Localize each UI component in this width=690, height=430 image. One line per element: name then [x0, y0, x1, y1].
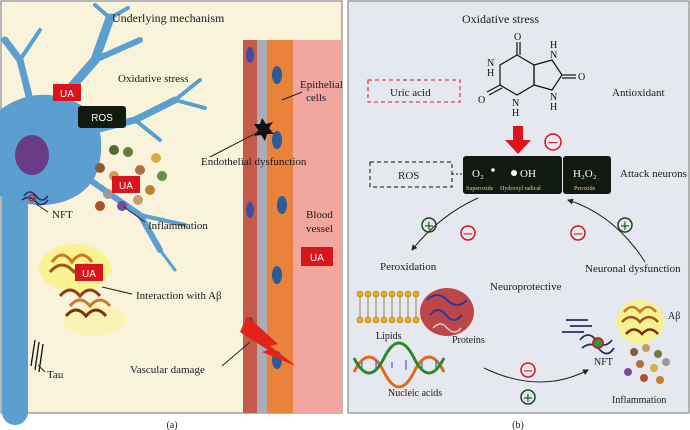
panel-a-caption: (a): [166, 420, 177, 430]
svg-text:+: +: [620, 219, 631, 234]
svg-text:N: N: [487, 58, 494, 69]
panel-a-title: Underlying mechanism: [112, 11, 225, 25]
ua-badge-top: [53, 84, 81, 101]
blood-vessel-label-line2: vessel: [306, 223, 333, 235]
peroxidation-label: Peroxidation: [380, 261, 437, 273]
abeta-label: Aβ: [668, 311, 680, 322]
hydroxyl-box: [494, 156, 562, 194]
peroxide-box: [563, 156, 611, 194]
svg-text:O: O: [478, 95, 485, 106]
peroxide-label: Peroxide: [574, 186, 596, 192]
svg-text:O: O: [514, 32, 521, 43]
neurofibrillary-tangle-icon: [21, 191, 49, 206]
svg-text:N: N: [550, 92, 557, 103]
inflammation-particles-icon: [624, 344, 670, 384]
svg-text:H: H: [550, 40, 557, 51]
endothelial-dysfunction-label: Endothelial dysfunction: [201, 156, 307, 168]
arrow-to-nft: [483, 367, 589, 383]
neuronal-dysfunction-label: Neuronal dysfunction: [585, 263, 681, 275]
amyloid-plaque-icon: [616, 300, 664, 344]
vascular-damage-label: Vascular damage: [130, 364, 205, 376]
epithelial-label-line2: cells: [306, 92, 326, 104]
lipids-label: Lipids: [376, 331, 402, 342]
lipid-bilayer-icon: [356, 290, 420, 324]
interaction-label: Interaction with Aβ: [136, 290, 222, 302]
tau-label: Tau: [47, 369, 64, 381]
panel-b: Oxidative stress O O O N H N H N H N H: [347, 0, 690, 430]
svg-text:N: N: [550, 50, 557, 61]
uric-acid-box: [367, 79, 461, 103]
uric-acid-label: Uric acid: [390, 87, 431, 99]
attack-neurons-label: Attack neurons: [620, 168, 687, 180]
hydroxyl-label: Hydroxyl radical: [500, 186, 541, 192]
minus-sign-icon: −: [520, 362, 536, 379]
ua-inflammation-text: UA: [119, 181, 133, 192]
ros-text: ROS: [91, 113, 113, 124]
oh-text: OH: [520, 168, 536, 180]
svg-text:+: +: [424, 219, 435, 234]
leader-lines: [35, 91, 303, 373]
ua-badge-interaction: [75, 264, 103, 281]
svg-text:O: O: [578, 72, 585, 83]
down-arrow-icon: [505, 126, 531, 154]
inflammation-label: Inflammation: [612, 395, 666, 406]
plus-sign-icon: +: [617, 217, 633, 234]
svg-text:H: H: [512, 108, 519, 119]
inflammation-label: Inflammation: [148, 220, 208, 232]
uric-acid-structure: [486, 42, 576, 96]
minus-sign-icon: −: [570, 225, 586, 242]
minus-sign-icon: [544, 133, 562, 151]
svg-text:−: −: [573, 227, 584, 242]
proteins-label: Proteins: [452, 335, 485, 346]
minus-sign-text: −: [547, 135, 559, 151]
svg-text:+: +: [523, 391, 534, 406]
nucleic-acids-label: Nucleic acids: [388, 388, 442, 399]
endothelial-damage-icon: [254, 118, 274, 141]
svg-text:−: −: [463, 227, 474, 242]
antioxidant-label: Antioxidant: [612, 87, 665, 99]
basement-membrane: [257, 40, 267, 413]
h2o2-text: H₂O₂: [573, 168, 597, 180]
ua-badge-vessel: [301, 247, 333, 266]
svg-text:N: N: [512, 98, 519, 109]
neurofibrillary-tangle-icon: [562, 319, 615, 355]
nft-label: NFT: [52, 209, 73, 221]
plus-sign-icon: +: [421, 217, 437, 234]
panel-b-caption: (b): [512, 420, 524, 430]
svg-text:−: −: [523, 364, 534, 379]
nft-label: NFT: [594, 357, 613, 368]
protein-structure-icon: [420, 288, 474, 336]
blood-vessel-label-line1: Blood: [306, 209, 333, 221]
panel-b-title: Oxidative stress: [462, 12, 539, 26]
ua-badge-inflammation: [112, 176, 140, 193]
lightning-icon: [240, 316, 296, 366]
dna-helix-icon: [352, 341, 446, 389]
oxidative-stress-label: Oxidative stress: [118, 73, 189, 85]
neuroprotective-label: Neuroprotective: [490, 281, 562, 293]
uric-acid-atoms: O O O N H N H N H N H: [478, 32, 585, 119]
arrow-from-neuronal-dysfunction: [567, 198, 646, 263]
ros-badge: [78, 106, 126, 128]
arrow-to-peroxidation: [411, 197, 479, 251]
ros-label: ROS: [398, 170, 419, 182]
neuron-nucleus: [15, 135, 49, 175]
epithelial-label-line1: Epithelial: [300, 79, 343, 91]
endothelial-layer: [243, 40, 257, 413]
minus-sign-icon: −: [460, 225, 476, 242]
radical-dot: [491, 168, 495, 172]
superoxide-label: Superoxide: [466, 186, 494, 192]
hydroxyl-dot: [511, 170, 517, 176]
ua-top-text: UA: [60, 89, 74, 100]
panel-a: Underlying mechanism Oxidative stress UA…: [0, 0, 343, 430]
blood-vessel-lumen: [290, 40, 342, 413]
plus-sign-icon: +: [520, 389, 536, 406]
svg-text:H: H: [487, 68, 494, 79]
ua-vessel-text: UA: [310, 253, 324, 264]
ua-interaction-text: UA: [82, 269, 96, 280]
inflammation-particles-icon: [95, 145, 167, 211]
neuron-icon: [0, 3, 207, 425]
o2-text: O₂: [472, 168, 484, 180]
svg-text:H: H: [550, 102, 557, 113]
